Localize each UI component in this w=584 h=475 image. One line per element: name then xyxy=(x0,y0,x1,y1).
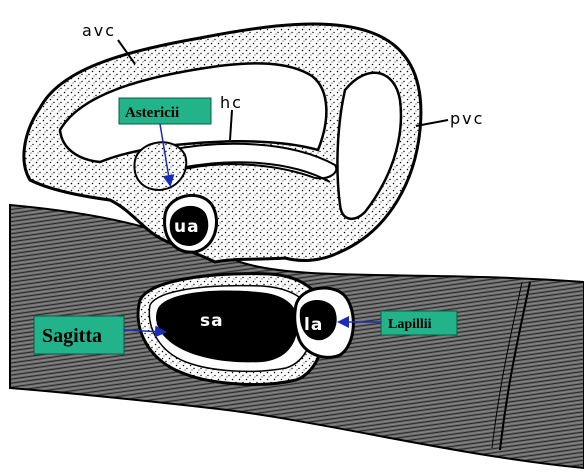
band-segment-line xyxy=(499,281,531,451)
la-otolith xyxy=(299,299,337,341)
hc-leader xyxy=(229,109,233,141)
asteriscii-callout-box xyxy=(118,97,212,125)
lapillii-callout-text: Lapillii xyxy=(388,317,432,332)
avc-leader xyxy=(117,39,136,65)
la-label: la xyxy=(304,315,323,335)
ua-label: ua xyxy=(174,217,200,237)
sa-otolith xyxy=(156,290,298,363)
lapillii-callout-box xyxy=(380,310,458,336)
posterior-canal-lumen xyxy=(336,71,403,220)
pvc-leader xyxy=(415,119,449,127)
ua-otolith xyxy=(169,205,209,246)
asteriscii-callout-text: Astericii xyxy=(125,105,179,121)
asteriscii-arrow xyxy=(159,123,175,187)
ampulla xyxy=(133,141,188,192)
avc-label: avc xyxy=(82,21,116,40)
horizontal-canal-rim xyxy=(179,161,331,183)
sagitta-callout-text: Sagitta xyxy=(42,325,102,347)
sagitta-arrow xyxy=(123,325,167,338)
hc-label: hc xyxy=(220,93,243,112)
sagitta-callout-box xyxy=(33,315,125,355)
pvc-label: pvc xyxy=(450,109,484,128)
band-segment-line-2 xyxy=(491,281,523,449)
sa-label: sa xyxy=(200,311,224,331)
